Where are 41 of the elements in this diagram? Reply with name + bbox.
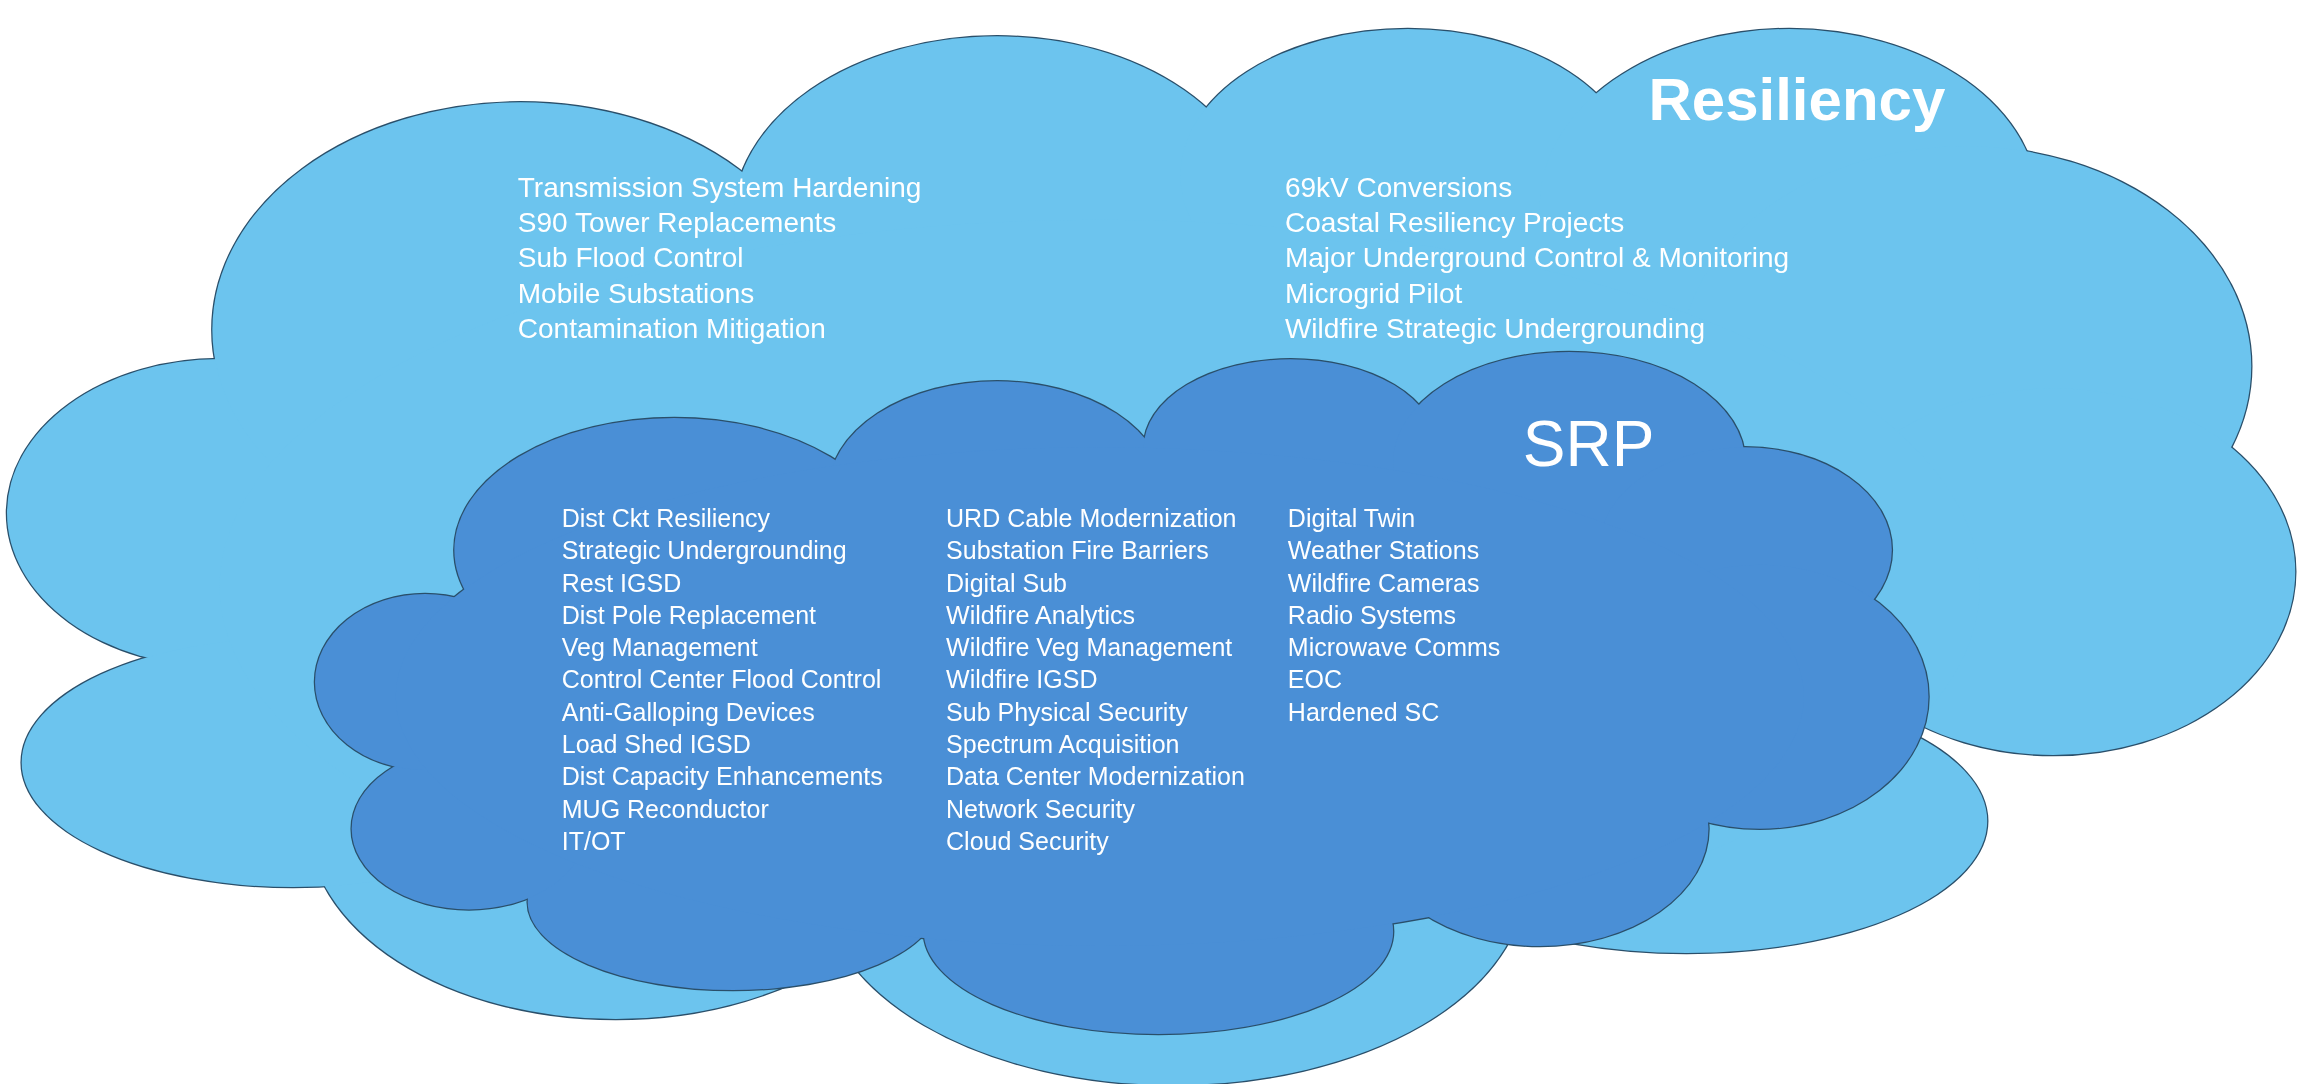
list-item: Microgrid Pilot: [1284, 276, 1463, 311]
list-item: Wildfire Analytics: [946, 599, 1135, 630]
list-item: Rest IGSD: [561, 567, 682, 598]
list-item: Sub Flood Control: [517, 241, 744, 275]
list-item: Mobile Substations: [517, 276, 755, 311]
list-item: Weather Stations: [1287, 535, 1480, 566]
list-item: IT/OT: [561, 825, 626, 856]
list-item: Contamination Mitigation: [517, 311, 826, 346]
list-item: Anti-Galloping Devices: [561, 696, 815, 727]
list-item: Coastal Resiliency Projects: [1284, 206, 1625, 240]
list-item: MUG Reconductor: [561, 793, 769, 824]
list-item: Load Shed IGSD: [561, 728, 751, 759]
list-item: Transmission System Hardening: [517, 170, 922, 205]
list-item: Dist Capacity Enhancements: [561, 761, 883, 792]
list-item: 69kV Conversions: [1284, 170, 1513, 205]
list-item: Hardened SC: [1287, 696, 1440, 727]
list-item: Spectrum Acquisition: [946, 728, 1180, 759]
list-item: Strategic Undergrounding: [561, 535, 847, 566]
list-item: Control Center Flood Control: [561, 664, 882, 695]
list-item: EOC: [1287, 664, 1342, 695]
list-item: Wildfire Cameras: [1287, 567, 1480, 598]
list-item: Data Center Modernization: [946, 761, 1245, 792]
list-item: S90 Tower Replacements: [517, 206, 837, 240]
cloud-title: Resiliency: [1648, 64, 1946, 135]
list-item: Wildfire Strategic Undergrounding: [1284, 311, 1706, 346]
list-item: Dist Ckt Resiliency: [561, 503, 771, 534]
list-item: Radio Systems: [1287, 599, 1456, 630]
list-item: Sub Physical Security: [946, 696, 1188, 727]
cloud-title: SRP: [1522, 407, 1655, 483]
list-item: Network Security: [946, 793, 1135, 824]
list-item: Major Underground Control & Monitoring: [1284, 241, 1790, 275]
list-item: Microwave Comms: [1287, 632, 1501, 663]
list-item: Veg Management: [561, 632, 758, 663]
list-item: Substation Fire Barriers: [946, 535, 1209, 566]
list-item: Wildfire IGSD: [946, 664, 1098, 695]
list-item: Dist Pole Replacement: [561, 599, 817, 630]
list-item: Cloud Security: [946, 825, 1109, 856]
list-item: Wildfire Veg Management: [946, 632, 1233, 663]
list-item: URD Cable Modernization: [946, 503, 1237, 534]
list-item: Digital Sub: [946, 567, 1067, 598]
list-item: Digital Twin: [1287, 503, 1416, 534]
